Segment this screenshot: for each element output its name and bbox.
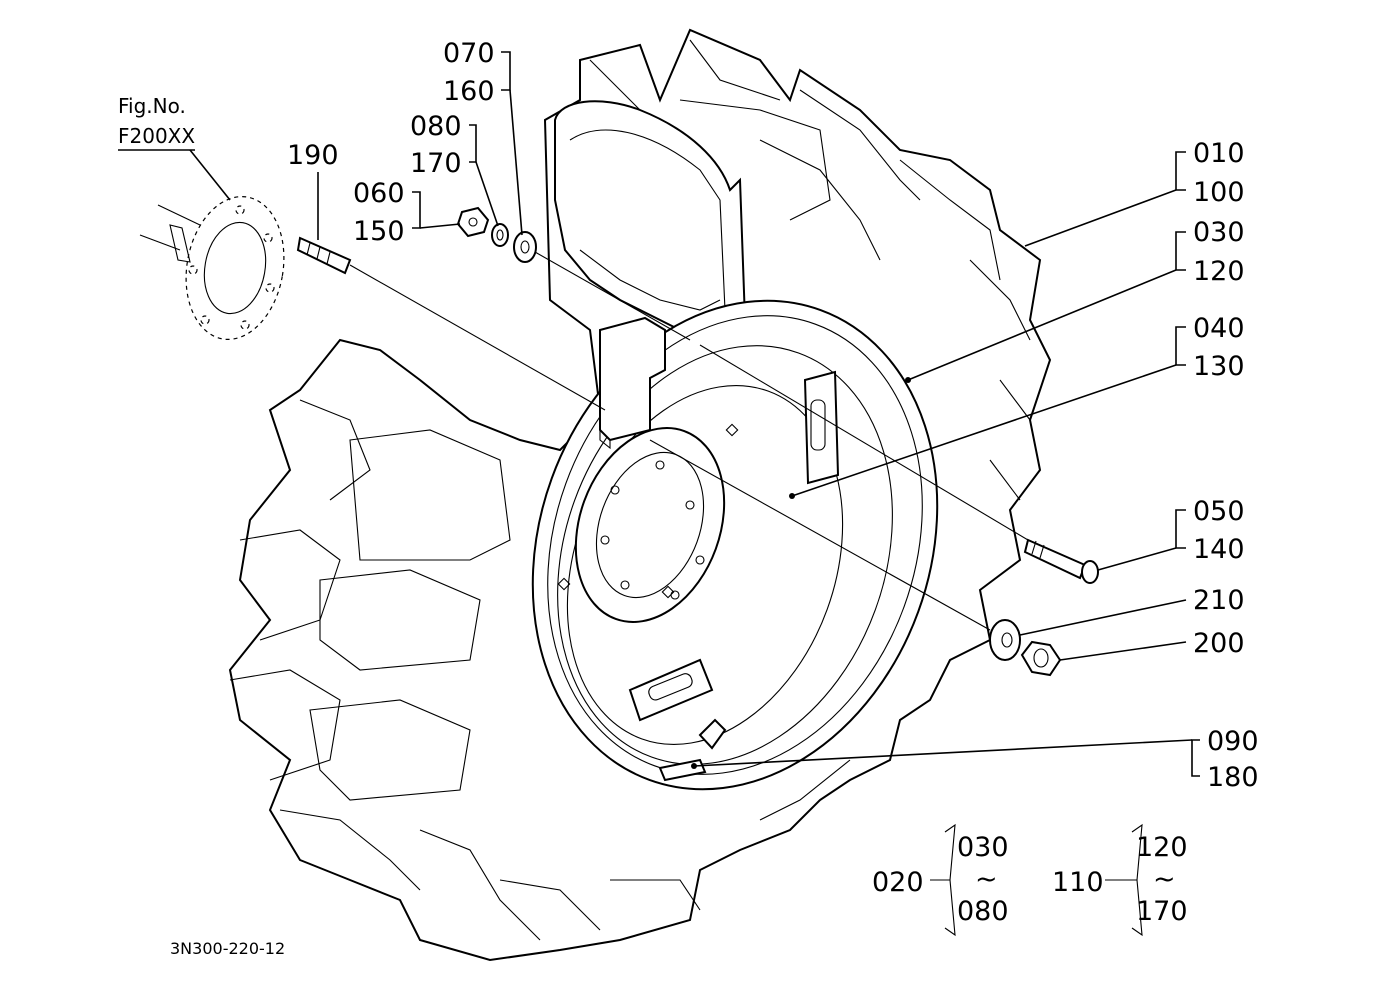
callout-labels: 010 100 030 120 040 130 050 140 210 200 … xyxy=(287,38,1259,793)
fig-ref-line1: Fig.No. xyxy=(118,94,186,118)
callout-030: 030 xyxy=(1193,217,1245,248)
callout-130: 130 xyxy=(1193,351,1245,382)
washer-080 xyxy=(491,223,509,247)
axle-hub xyxy=(139,196,285,340)
callout-190: 190 xyxy=(287,140,339,171)
washer-070 xyxy=(513,231,537,263)
callout-050: 050 xyxy=(1193,496,1245,527)
assembly-020-parent: 020 xyxy=(872,867,924,898)
assembly-110-tilde: ~ xyxy=(1153,864,1176,895)
assembly-legend: 020 030 ~ 080 110 120 ~ 170 xyxy=(872,832,1188,927)
callout-080: 080 xyxy=(410,111,462,142)
assembly-020-tilde: ~ xyxy=(975,864,998,895)
assembly-020-to: 080 xyxy=(957,896,1009,927)
callout-150: 150 xyxy=(353,216,405,247)
callout-210: 210 xyxy=(1193,585,1245,616)
bolt-050 xyxy=(1023,538,1099,584)
leader-lines xyxy=(118,51,1200,937)
nut-200 xyxy=(1020,640,1062,677)
callout-200: 200 xyxy=(1193,628,1245,659)
callout-040: 040 xyxy=(1193,313,1245,344)
nut-060 xyxy=(456,206,490,238)
callout-180: 180 xyxy=(1207,762,1259,793)
assembly-110-to: 170 xyxy=(1136,896,1188,927)
drawing-number: 3N300-220-12 xyxy=(170,939,285,958)
clamp-bracket xyxy=(599,316,666,450)
callout-060: 060 xyxy=(353,178,405,209)
callout-120: 120 xyxy=(1193,256,1245,287)
fig-reference: Fig.No. F200XX xyxy=(118,94,195,148)
assembly-110-parent: 110 xyxy=(1052,867,1104,898)
fig-ref-line2: F200XX xyxy=(118,124,195,148)
callout-160: 160 xyxy=(443,76,495,107)
callout-010: 010 xyxy=(1193,138,1245,169)
callout-070: 070 xyxy=(443,38,495,69)
callout-170: 170 xyxy=(410,148,462,179)
washer-210 xyxy=(989,619,1021,661)
callout-140: 140 xyxy=(1193,534,1245,565)
assembly-110-from: 120 xyxy=(1136,832,1188,863)
callout-090: 090 xyxy=(1207,726,1259,757)
stud-190 xyxy=(296,236,352,275)
assembly-020-from: 030 xyxy=(957,832,1009,863)
callout-100: 100 xyxy=(1193,177,1245,208)
